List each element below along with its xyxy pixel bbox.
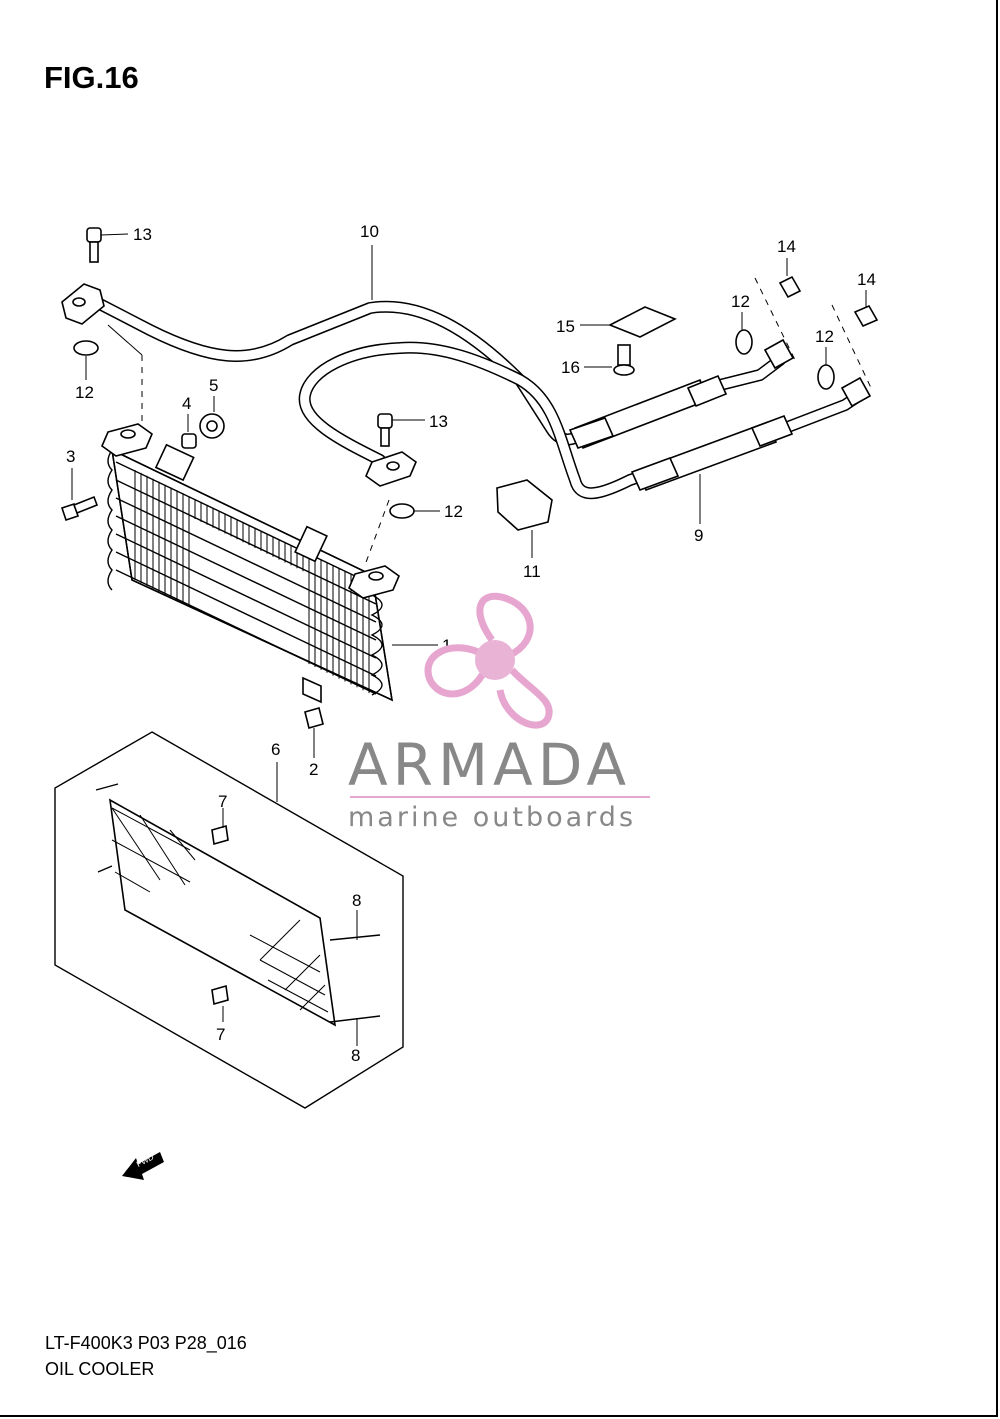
callout-13-middle: 13 [429,412,448,431]
callout-8-upper: 8 [352,891,361,910]
leader-lines [71,233,873,1046]
oil-pipe-upper [61,283,795,450]
callout-14-right: 14 [857,270,876,289]
oil-cooler-guard [54,731,404,1109]
diagram-code: LT-F400K3 P03 P28_016 [45,1333,247,1353]
callout-12-right-b: 12 [815,327,834,346]
oil-pipe-lower [298,341,872,500]
callout-labels: 13 12 10 13 12 3 4 5 1 2 6 7 7 8 8 9 11 … [66,222,876,1065]
armada-watermark: ARMADA marine outboards [348,592,650,833]
oil-cooler-core [101,423,400,704]
hardware-parts [60,227,879,729]
callout-12-left: 12 [75,383,94,402]
callout-11: 11 [523,562,541,581]
watermark-brand: ARMADA [348,731,631,799]
propeller-logo-icon [424,592,553,729]
callout-12-middle: 12 [444,502,463,521]
callout-3: 3 [66,447,75,466]
callout-9: 9 [694,526,703,545]
callout-15: 15 [556,317,575,336]
callout-16: 16 [561,358,580,377]
callout-5: 5 [209,376,218,395]
diagram-name: OIL COOLER [45,1359,155,1379]
callout-1: 1 [442,636,451,655]
watermark-tagline: marine outboards [348,802,636,833]
forward-direction-marker: FWD [122,1152,164,1180]
callout-6: 6 [271,740,280,759]
callout-4: 4 [182,394,191,413]
callout-12-right-a: 12 [731,292,750,311]
callout-7-lower: 7 [216,1025,225,1044]
figure-title: FIG.16 [44,60,139,95]
callout-8-lower: 8 [351,1046,360,1065]
callout-2: 2 [309,760,318,779]
callout-14-left: 14 [777,237,796,256]
callout-13-upper: 13 [133,225,152,244]
callout-7-upper: 7 [218,792,227,811]
callout-10: 10 [360,222,379,241]
